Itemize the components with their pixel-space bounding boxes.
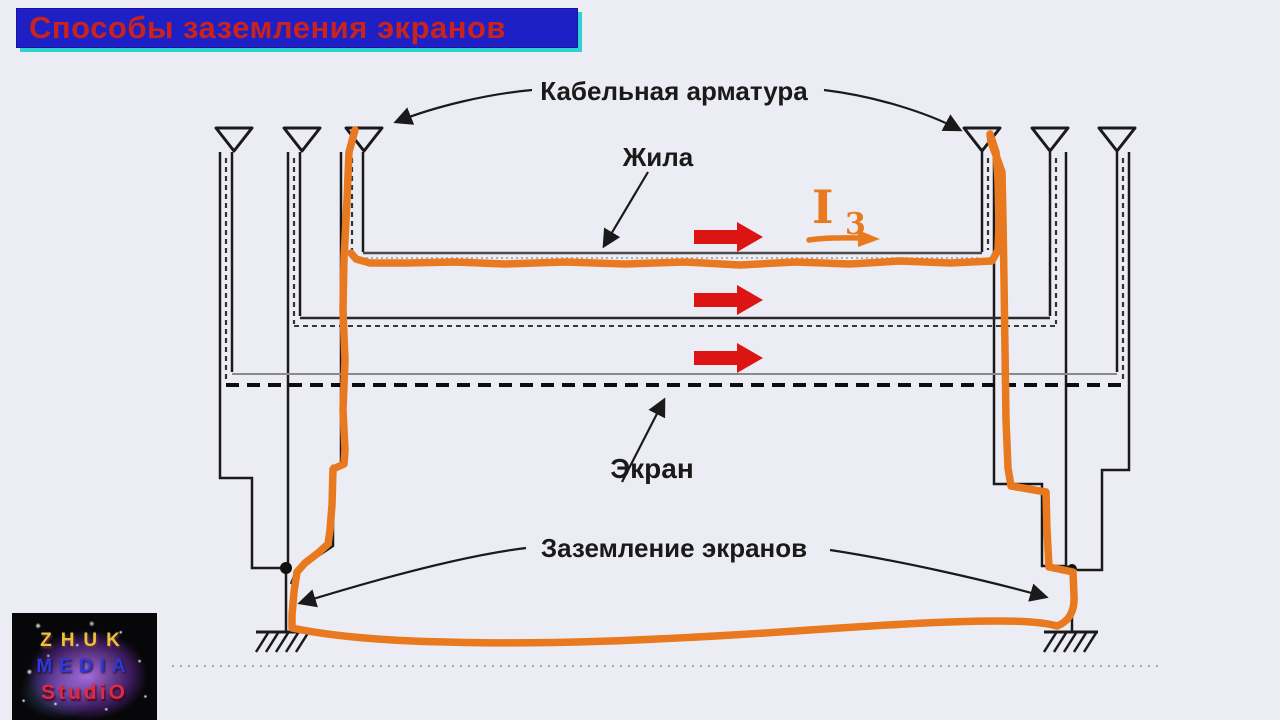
cable-gland-funnel — [282, 126, 322, 153]
trace-loop-path — [288, 126, 1078, 647]
current-direction-arrowhead — [858, 230, 880, 247]
screen-arrow — [621, 397, 666, 483]
left-ground-hatch — [254, 632, 310, 653]
current-flow-arrows — [694, 222, 763, 373]
logo-line-media: MEDIA — [36, 655, 133, 677]
logo-line-zhuk: ZHUK — [40, 629, 129, 651]
right-middle-leg — [1064, 152, 1073, 572]
watermark-logo: ZHUK MEDIA StudiO — [12, 613, 157, 720]
cable-gland-funnel — [1030, 126, 1070, 153]
cable-fittings-arrow-left — [393, 88, 533, 125]
left-junction-dot — [280, 562, 292, 574]
ground-symbols — [254, 630, 1098, 653]
label-screen-grounding: Заземление экранов — [541, 533, 807, 563]
label-cable-fittings: Кабельная арматура — [540, 76, 808, 106]
label-core: Жила — [622, 142, 694, 172]
cable-gland-triangles — [214, 126, 1137, 153]
logo-line-studio: StudiO — [41, 680, 128, 704]
flow-arrow — [694, 222, 763, 252]
cable-screen-dashes — [224, 158, 1125, 383]
core-arrow — [602, 171, 649, 249]
flow-arrow — [694, 285, 763, 315]
current-direction-arrow-shaft — [806, 235, 864, 243]
label-screen: Экран — [610, 453, 694, 484]
current-label: I 3 — [812, 180, 866, 242]
callout-arrows — [297, 88, 1049, 608]
flow-arrow — [694, 343, 763, 373]
middle-screen-run — [294, 152, 1056, 327]
page-title: Способы заземления экранов — [29, 10, 506, 45]
current-symbol: I — [812, 180, 834, 234]
right-outer-leg — [1077, 152, 1131, 572]
grounding-arrow-right — [829, 548, 1049, 602]
cable-fittings-arrow-right — [823, 88, 963, 132]
outer-screen-run — [226, 152, 1123, 387]
grounding-arrow-left — [297, 546, 527, 608]
cable-gland-funnel — [214, 126, 254, 153]
current-subscript: 3 — [845, 207, 866, 242]
core-run — [361, 152, 984, 259]
ground-loop-trace — [288, 126, 1078, 647]
right-ground-hatch — [1042, 632, 1098, 653]
title-bar: Способы заземления экранов — [16, 8, 578, 48]
left-outer-leg — [218, 152, 281, 570]
cable-gland-funnel — [1097, 126, 1137, 153]
